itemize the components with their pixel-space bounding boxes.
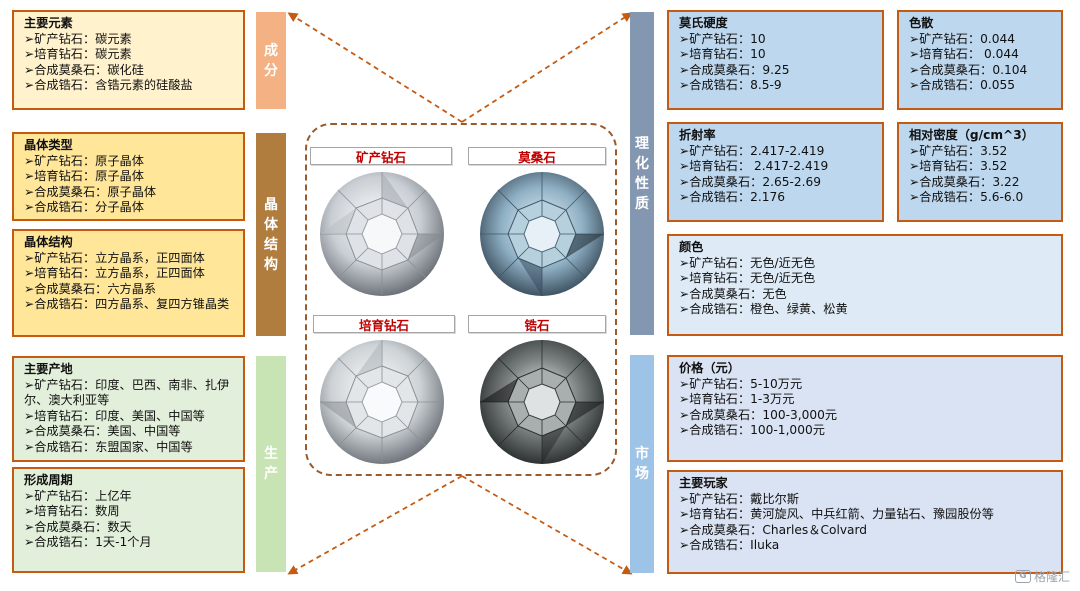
- box-row: ➢矿产钻石：3.52: [909, 143, 1008, 158]
- box-row: ➢培育钻石：无色/近无色: [679, 271, 816, 286]
- box-row: ➢培育钻石：3.52: [909, 159, 1008, 174]
- box-row: ➢矿产钻石：上亿年: [24, 488, 132, 503]
- box-row: ➢合成锆石：含锆元素的硅酸盐: [24, 78, 193, 93]
- dispersion-box: 色散 ➢矿产钻石：0.044 ➢培育钻石： 0.044 ➢合成莫桑石：0.104…: [897, 10, 1063, 110]
- box-title: 主要玩家: [679, 476, 728, 490]
- box-row: ➢合成锆石：1天-1个月: [24, 535, 152, 550]
- box-row: ➢合成锆石：0.055: [909, 78, 1016, 93]
- box-row: ➢培育钻石： 0.044: [909, 47, 1019, 62]
- box-row: ➢合成莫桑石：美国、中国等: [24, 424, 181, 439]
- box-row: ➢合成莫桑石：碳化硅: [24, 62, 144, 77]
- formation-box: 形成周期 ➢矿产钻石：上亿年 ➢培育钻石：数周 ➢合成莫桑石：数天 ➢合成锆石：…: [12, 467, 245, 573]
- box-title: 折射率: [679, 128, 716, 142]
- watermark-logo-icon: G: [1014, 570, 1031, 583]
- box-row: ➢合成莫桑石：原子晶体: [24, 184, 157, 199]
- color-box: 颜色 ➢矿产钻石：无色/近无色 ➢培育钻石：无色/近无色 ➢合成莫桑石：无色 ➢…: [667, 234, 1063, 336]
- box-row: ➢矿产钻石：碳元素: [24, 31, 132, 46]
- box-row: ➢矿产钻石：10: [679, 31, 766, 46]
- crystal-structure-box: 晶体结构 ➢矿产钻石：立方晶系，正四面体 ➢培育钻石：立方晶系，正四面体 ➢合成…: [12, 229, 245, 337]
- box-row: ➢合成莫桑石：六方晶系: [24, 281, 157, 296]
- lab-grown-diamond-image: [320, 340, 444, 464]
- zircon-image: [480, 340, 604, 464]
- category-crystal-structure: 晶 体 结 构: [256, 133, 286, 336]
- arrow-to-market: [461, 475, 633, 575]
- box-row: ➢合成锆石：四方晶系、复四方锥晶类: [24, 297, 230, 312]
- box-row: ➢合成锆石：5.6-6.0: [909, 190, 1024, 205]
- box-row: ➢合成锆石：东盟国家、中国等: [24, 439, 193, 454]
- box-title: 晶体结构: [24, 235, 73, 249]
- box-row: ➢合成莫桑石：Charles＆Colvard: [679, 522, 868, 537]
- box-row: ➢培育钻石：碳元素: [24, 47, 132, 62]
- box-title: 色散: [909, 16, 934, 30]
- box-row: ➢培育钻石：原子晶体: [24, 169, 144, 184]
- box-row: ➢合成锆石：8.5-9: [679, 78, 782, 93]
- box-row: ➢矿产钻石：印度、巴西、南非、扎伊尔、澳大利亚等: [24, 377, 230, 408]
- box-row: ➢矿产钻石：2.417-2.419: [679, 143, 825, 158]
- main-elements-box: 主要元素 ➢矿产钻石：碳元素 ➢培育钻石：碳元素 ➢合成莫桑石：碳化硅 ➢合成锆…: [12, 10, 245, 110]
- arrow-to-composition: [287, 12, 463, 123]
- box-row: ➢矿产钻石：无色/近无色: [679, 255, 816, 270]
- watermark: G 格隆汇: [1014, 568, 1070, 585]
- box-row: ➢合成莫桑石：无色: [679, 286, 787, 301]
- box-row: ➢矿产钻石：5-10万元: [679, 376, 803, 391]
- box-row: ➢矿产钻石：立方晶系，正四面体: [24, 250, 205, 265]
- box-row: ➢矿产钻石：0.044: [909, 31, 1016, 46]
- box-row: ➢合成莫桑石：0.104: [909, 62, 1028, 77]
- box-row: ➢合成锆石：橙色、绿黄、松黄: [679, 302, 848, 317]
- crystal-type-box: 晶体类型 ➢矿产钻石：原子晶体 ➢培育钻石：原子晶体 ➢合成莫桑石：原子晶体 ➢…: [12, 132, 245, 221]
- box-row: ➢矿产钻石：原子晶体: [24, 153, 144, 168]
- box-row: ➢合成莫桑石：2.65-2.69: [679, 174, 822, 189]
- category-composition: 成 分: [256, 12, 286, 109]
- category-production: 生 产: [256, 356, 286, 572]
- box-row: ➢合成锆石：Iluka: [679, 538, 780, 553]
- gem-label-zircon: 锆石: [468, 315, 606, 333]
- gem-label-mined: 矿产钻石: [310, 147, 452, 165]
- box-row: ➢合成莫桑石：数天: [24, 519, 132, 534]
- box-row: ➢培育钻石： 2.417-2.419: [679, 159, 829, 174]
- box-row: ➢合成莫桑石：3.22: [909, 174, 1020, 189]
- box-title: 形成周期: [24, 473, 73, 487]
- density-box: 相对密度（g/cm^3） ➢矿产钻石：3.52 ➢培育钻石：3.52 ➢合成莫桑…: [897, 122, 1063, 222]
- box-row: ➢培育钻石：1-3万元: [679, 392, 795, 407]
- box-title: 晶体类型: [24, 138, 73, 152]
- box-row: ➢合成锆石：2.176: [679, 190, 786, 205]
- hardness-box: 莫氏硬度 ➢矿产钻石：10 ➢培育钻石：10 ➢合成莫桑石：9.25 ➢合成锆石…: [667, 10, 884, 110]
- box-row: ➢合成锆石：分子晶体: [24, 200, 144, 215]
- arrow-to-production: [287, 475, 463, 575]
- moissanite-image: [480, 172, 604, 296]
- box-row: ➢合成锆石：100-1,000元: [679, 423, 825, 438]
- origin-box: 主要产地 ➢矿产钻石：印度、巴西、南非、扎伊尔、澳大利亚等 ➢培育钻石：印度、美…: [12, 356, 245, 462]
- gem-label-moissanite: 莫桑石: [468, 147, 606, 165]
- refraction-box: 折射率 ➢矿产钻石：2.417-2.419 ➢培育钻石： 2.417-2.419…: [667, 122, 884, 222]
- box-row: ➢合成莫桑石：100-3,000元: [679, 407, 838, 422]
- box-row: ➢培育钻石：印度、美国、中国等: [24, 408, 205, 423]
- box-row: ➢培育钻石：10: [679, 47, 766, 62]
- box-title: 颜色: [679, 240, 704, 254]
- box-row: ➢矿产钻石：戴比尔斯: [679, 491, 799, 506]
- arrow-to-physical: [461, 12, 633, 123]
- category-market: 市 场: [630, 355, 654, 573]
- box-row: ➢培育钻石：数周: [24, 504, 120, 519]
- box-row: ➢培育钻石：立方晶系，正四面体: [24, 266, 205, 281]
- box-title: 相对密度（g/cm^3）: [909, 128, 1034, 142]
- box-title: 价格（元）: [679, 361, 740, 375]
- players-box: 主要玩家 ➢矿产钻石：戴比尔斯 ➢培育钻石：黄河旋风、中兵红箭、力量钻石、豫园股…: [667, 470, 1063, 574]
- box-row: ➢合成莫桑石：9.25: [679, 62, 790, 77]
- box-title: 主要产地: [24, 362, 73, 376]
- category-physical-properties: 理 化 性 质: [630, 12, 654, 335]
- gem-comparison-frame: [305, 123, 617, 476]
- gem-label-lab-grown: 培育钻石: [313, 315, 455, 333]
- box-title: 莫氏硬度: [679, 16, 728, 30]
- price-box: 价格（元） ➢矿产钻石：5-10万元 ➢培育钻石：1-3万元 ➢合成莫桑石：10…: [667, 355, 1063, 462]
- mined-diamond-image: [320, 172, 444, 296]
- box-row: ➢培育钻石：黄河旋风、中兵红箭、力量钻石、豫园股份等: [679, 507, 994, 522]
- box-title: 主要元素: [24, 16, 73, 30]
- watermark-text: 格隆汇: [1033, 570, 1070, 584]
